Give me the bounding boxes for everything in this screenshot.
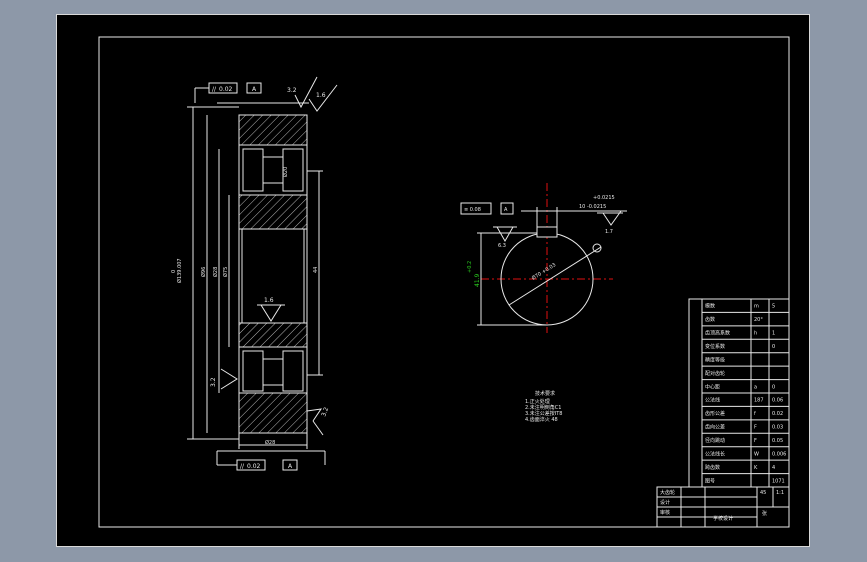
drawing-sheet: // 0.02 A 3.2 1.6 Ø20 xyxy=(56,14,810,547)
tb-material: 45 xyxy=(760,490,766,496)
roughness-right-value: 3.2 xyxy=(320,406,330,418)
param-cell: K xyxy=(754,465,758,471)
notes-line-1: 1.正火处理 xyxy=(525,398,550,405)
tol-top-datum: A xyxy=(252,86,257,93)
key-tol-upper: +0.0215 xyxy=(593,195,615,201)
tol-bottom-value: 0.02 xyxy=(247,463,261,470)
dim-outer-tol: 0 xyxy=(171,270,177,273)
gear-body: Ø20 xyxy=(238,114,308,434)
param-cell: a xyxy=(754,384,757,390)
param-cell: 1 xyxy=(772,331,775,337)
title-block: 大齿轮 设计 审核 学校设计 45 1:1 张 xyxy=(656,486,790,528)
dim-slot: Ø20 xyxy=(282,167,289,177)
notes-title: 技术要求 xyxy=(535,390,555,397)
dim-width: Ø28 xyxy=(212,267,219,277)
param-cell: 0.05 xyxy=(772,438,783,444)
tb-school: 学校设计 xyxy=(713,515,733,522)
roughness-bore: 6.3 xyxy=(498,243,506,249)
notes-line-2: 2.未注明倒角C1 xyxy=(525,404,561,411)
keyway xyxy=(536,226,558,238)
tb-part-name: 大齿轮 xyxy=(660,489,675,496)
param-cell: F xyxy=(754,425,757,431)
param-cell: 20° xyxy=(754,317,763,323)
param-cell: f xyxy=(754,411,756,417)
dim-outer: Ø139.007 xyxy=(176,258,183,283)
param-cell: W xyxy=(754,451,759,457)
param-cell: 0.03 xyxy=(772,425,783,431)
param-cell: 1071 xyxy=(772,478,785,484)
param-cell: 跨齿数 xyxy=(705,464,720,471)
param-cell: 齿顶高系数 xyxy=(705,330,730,337)
param-cell: 齿向公差 xyxy=(705,424,725,431)
dim-hub-len: 44 xyxy=(313,267,319,273)
tb-checker: 审核 xyxy=(660,509,670,516)
keyway-dim: 41.9 xyxy=(474,273,481,287)
param-cell: 公法线 xyxy=(705,397,720,404)
roughness-mid-value: 1.6 xyxy=(264,297,274,304)
inner-frame xyxy=(98,36,790,528)
tol-bottom-symbol: // xyxy=(240,463,245,470)
param-cell: 齿形公差 xyxy=(705,410,725,417)
param-cell: 中心距 xyxy=(705,383,720,390)
roughness-symbols-top: 3.2 1.6 xyxy=(217,76,338,112)
sym-tol-label: ≡ 0.08 xyxy=(464,207,481,213)
cad-drawing: // 0.02 A 3.2 1.6 Ø20 xyxy=(98,36,790,528)
tol-top-value: 0.02 xyxy=(219,86,233,93)
tol-top-symbol: // xyxy=(212,86,217,93)
roughness-top-2: 1.6 xyxy=(316,92,326,99)
param-cell: 4 xyxy=(772,465,775,471)
param-cell: 187 xyxy=(754,398,764,404)
hub-view: Ø70 +0.03 +0.0215 10 -0.0215 ≡ 0.08 A 1.… xyxy=(460,183,627,333)
param-cell: 0.006 xyxy=(772,451,786,457)
notes-line-4: 4.齿面淬火 48 xyxy=(525,416,558,423)
sym-tol-datum: A xyxy=(504,207,508,213)
roughness-left: 3.2 xyxy=(210,368,238,390)
gear-section-view: // 0.02 A 3.2 1.6 Ø20 xyxy=(171,76,338,471)
technical-notes: 技术要求 1.正火处理 2.未注明倒角C1 3.未注公差按IT8 4.齿面淬火 … xyxy=(525,390,562,423)
param-cell: 精度等级 xyxy=(705,356,725,363)
param-cell: 0 xyxy=(772,344,775,350)
param-cell: 0 xyxy=(772,384,775,390)
param-cell: h xyxy=(754,331,757,337)
roughness-right: 3.2 xyxy=(306,406,330,436)
tb-sheet: 张 xyxy=(762,510,767,517)
param-cell: 5 xyxy=(772,304,775,310)
roughness-mid: 1.6 xyxy=(257,297,285,322)
bottom-dimension: Ø28 // 0.02 A xyxy=(216,433,326,471)
vertical-dimensions: Ø139.007 0 Ø96 Ø28 Ø75 44 xyxy=(171,106,323,440)
param-cell: 配对齿轮 xyxy=(705,370,725,377)
tb-scale: 1:1 xyxy=(776,490,784,496)
dim-bottom-width: Ø28 xyxy=(265,439,275,446)
param-cell: 模数 xyxy=(705,303,715,310)
param-cell: 0.06 xyxy=(772,398,783,404)
param-cell: F xyxy=(754,438,757,444)
tb-designer: 设计 xyxy=(660,499,670,506)
param-cell: 变位系数 xyxy=(705,343,725,350)
param-cell: 公法线长 xyxy=(705,450,725,457)
sym-tol-frame xyxy=(460,202,492,215)
param-cell: 图号 xyxy=(705,478,715,484)
keyway-tol: +0.2 xyxy=(467,261,473,273)
notes-line-3: 3.未注公差按IT8 xyxy=(525,410,562,417)
roughness-left-value: 3.2 xyxy=(210,377,217,387)
param-cell: m xyxy=(754,304,759,310)
roughness-top-1: 3.2 xyxy=(287,87,297,94)
key-tol-lower: 10 -0.0215 xyxy=(579,204,606,210)
tol-frame-top: // 0.02 A xyxy=(194,82,262,103)
param-cell: 齿数 xyxy=(705,316,715,323)
dim-root: Ø96 xyxy=(200,267,207,277)
tol-bottom-datum: A xyxy=(288,463,293,470)
param-cell: 0.02 xyxy=(772,411,783,417)
roughness-key: 1.7 xyxy=(605,229,613,235)
bore-dim: Ø70 +0.03 xyxy=(530,261,557,281)
dim-bore: Ø75 xyxy=(222,267,229,277)
param-cell: 径向跳动 xyxy=(705,437,725,444)
